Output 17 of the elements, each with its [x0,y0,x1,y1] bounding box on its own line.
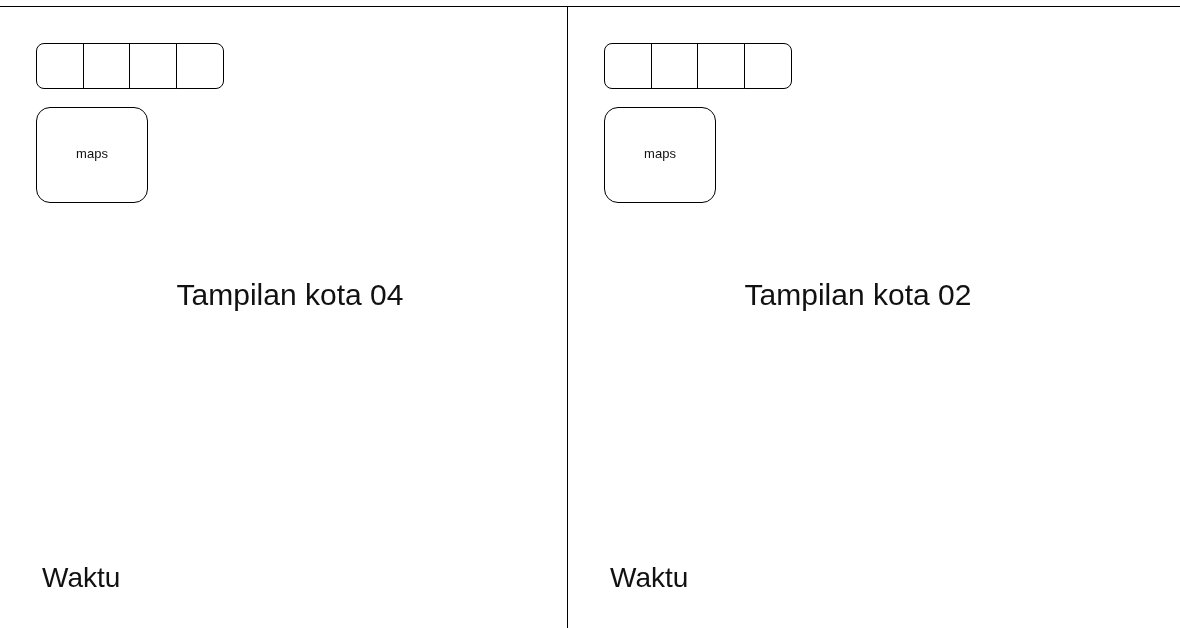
map-box [36,107,148,203]
time-label: Waktu [42,562,121,594]
screen-title: Tampilan kota 02 [743,277,973,313]
segment-box [697,43,745,89]
time-label: Waktu [610,562,689,594]
map-label: maps [75,146,109,161]
map-label: maps [643,146,677,161]
segment-box [650,43,699,89]
segment-box [82,43,131,89]
map-box [604,107,716,203]
screen-panel [0,6,568,628]
segment-box [129,43,177,89]
screen-title: Tampilan kota 04 [175,277,405,313]
segment-box [175,43,224,89]
segment-box [743,43,792,89]
segment-box [36,43,84,89]
segment-box [604,43,652,89]
